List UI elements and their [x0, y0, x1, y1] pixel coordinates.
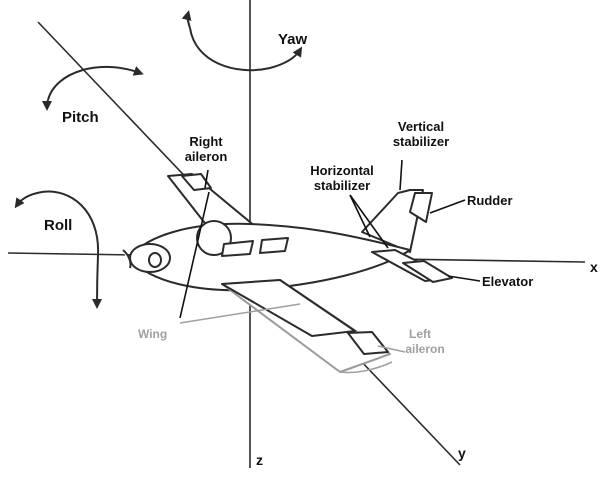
- spinner: [148, 252, 162, 268]
- propeller: [122, 249, 132, 269]
- horizontal-stabilizer-leader-a: [349, 194, 389, 249]
- rudder-shape: [409, 192, 433, 223]
- pitch-arrow: [47, 65, 144, 101]
- yaw-label: Yaw: [278, 31, 308, 48]
- roll-arrow-start: [14, 191, 43, 209]
- vertical-stabilizer-label-line1: Vertical: [398, 119, 444, 134]
- rudder-leader: [429, 199, 466, 214]
- left-aileron-shape: [347, 331, 389, 355]
- vertical-stabilizer-leader: [399, 159, 403, 191]
- right-aileron-label-line1: Right: [189, 134, 223, 149]
- pitch-label: Pitch: [62, 109, 99, 126]
- window-rear: [259, 237, 289, 254]
- elevator-leader: [447, 275, 481, 282]
- wing-leader-gray: [179, 303, 301, 324]
- left-wingtip: [339, 361, 393, 374]
- left-aileron-leader: [377, 345, 406, 353]
- wing-label: Wing: [138, 327, 167, 341]
- left-wing-root: [221, 279, 356, 337]
- roll-label: Roll: [44, 217, 72, 234]
- right-aileron-shape: [181, 173, 212, 191]
- pitch-arrow-start: [42, 99, 53, 111]
- z-axis-label: z: [256, 452, 263, 468]
- y-axis-label: y: [458, 445, 466, 461]
- x-axis-label: x: [590, 259, 598, 275]
- rudder-label: Rudder: [467, 193, 513, 208]
- horizontal-stabilizer-leader-b: [349, 194, 371, 238]
- yaw-arrow: [189, 27, 303, 72]
- horizontal-stabilizer-label-line2: stabilizer: [314, 178, 370, 193]
- wing-leader-black: [179, 191, 210, 319]
- elevator-label: Elevator: [482, 274, 533, 289]
- yaw-arrow-start: [181, 10, 192, 29]
- horizontal-stabilizer-label-line1: Horizontal: [310, 163, 374, 178]
- airplane: [122, 173, 453, 374]
- left-aileron-label-line1: Left: [409, 327, 431, 341]
- right-aileron-leader: [204, 169, 209, 189]
- window-front: [221, 240, 254, 257]
- cowl: [196, 220, 232, 256]
- left-aileron-label-line2: aileron: [405, 342, 444, 356]
- roll-arrow: [41, 190, 103, 309]
- right-aileron-label-line2: aileron: [185, 149, 228, 164]
- elevator-shape: [402, 260, 453, 283]
- vertical-stabilizer-label-line2: stabilizer: [393, 134, 449, 149]
